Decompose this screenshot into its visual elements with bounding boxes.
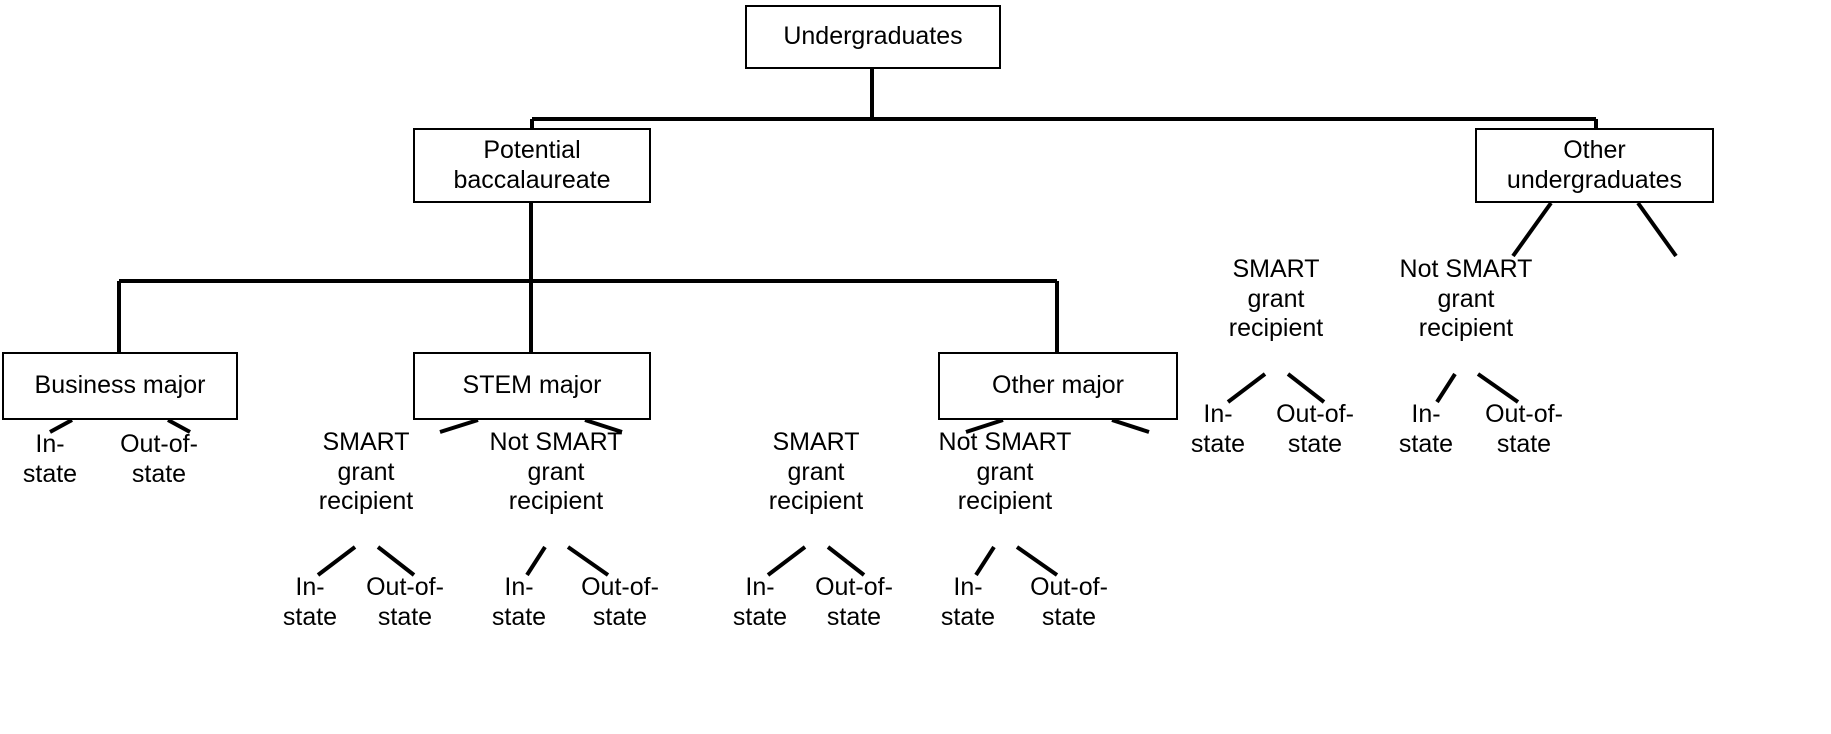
node-stem-not-smart-grant-recipient[interactable]: Not SMART grant recipient bbox=[489, 428, 623, 515]
node-stem-major[interactable]: STEM major bbox=[413, 352, 651, 420]
leaf-other-not-smart-in-state[interactable]: In- state bbox=[940, 573, 996, 631]
edge-ou-smart-out-of-state bbox=[1286, 372, 1326, 404]
edge-other-not-smart-out-of-state bbox=[1015, 545, 1059, 577]
leaf-business-out-of-state[interactable]: Out-of- state bbox=[120, 430, 198, 488]
leaf-stem-smart-out-of-state[interactable]: Out-of- state bbox=[366, 573, 444, 631]
leaf-ou-smart-in-state[interactable]: In- state bbox=[1190, 400, 1246, 458]
edge-stem-smart bbox=[439, 418, 479, 434]
leaf-stem-smart-in-state[interactable]: In- state bbox=[282, 573, 338, 631]
node-ou-smart-grant-recipient[interactable]: SMART grant recipient bbox=[1228, 255, 1324, 342]
node-ou-not-smart-grant-recipient[interactable]: Not SMART grant recipient bbox=[1399, 255, 1533, 342]
node-other-not-smart-grant-recipient[interactable]: Not SMART grant recipient bbox=[938, 428, 1072, 515]
edge-ou-not-smart-out-of-state bbox=[1476, 372, 1520, 404]
edge-ou-not-smart bbox=[1636, 201, 1678, 258]
node-label: Undergraduates bbox=[783, 22, 963, 51]
leaf-other-smart-in-state[interactable]: In- state bbox=[732, 573, 788, 631]
edge-other-not-smart-in-state bbox=[974, 545, 996, 577]
edge-stem-smart-in-state bbox=[316, 545, 357, 577]
edge-stem-not-smart-in-state bbox=[525, 545, 547, 577]
node-business-major[interactable]: Business major bbox=[2, 352, 238, 420]
edge-other-smart bbox=[965, 418, 1004, 434]
leaf-ou-not-smart-out-of-state[interactable]: Out-of- state bbox=[1485, 400, 1563, 458]
leaf-ou-smart-out-of-state[interactable]: Out-of- state bbox=[1276, 400, 1354, 458]
edge-ou-smart bbox=[1511, 201, 1553, 258]
node-stem-smart-grant-recipient[interactable]: SMART grant recipient bbox=[318, 428, 414, 515]
edge-stem-not-smart bbox=[584, 418, 623, 434]
leaf-other-smart-out-of-state[interactable]: Out-of- state bbox=[815, 573, 893, 631]
node-other-major[interactable]: Other major bbox=[938, 352, 1178, 420]
edge-stem-not-smart-out-of-state bbox=[566, 545, 610, 577]
leaf-stem-not-smart-out-of-state[interactable]: Out-of- state bbox=[581, 573, 659, 631]
edge-other-not-smart bbox=[1111, 418, 1150, 434]
edge-other-smart-in-state bbox=[766, 545, 807, 577]
edge-stem-smart-out-of-state bbox=[376, 545, 416, 577]
edge-ou-not-smart-in-state bbox=[1435, 372, 1457, 404]
node-label: STEM major bbox=[462, 371, 602, 400]
leaf-business-in-state[interactable]: In- state bbox=[22, 430, 78, 488]
node-label: Other major bbox=[992, 371, 1124, 400]
leaf-ou-not-smart-in-state[interactable]: In- state bbox=[1398, 400, 1454, 458]
leaf-stem-not-smart-in-state[interactable]: In- state bbox=[491, 573, 547, 631]
node-label: Business major bbox=[34, 371, 206, 400]
leaf-other-not-smart-out-of-state[interactable]: Out-of- state bbox=[1030, 573, 1108, 631]
edge-ou-smart-in-state bbox=[1226, 372, 1267, 404]
edge-other-smart-out-of-state bbox=[826, 545, 866, 577]
edge-business-in-state bbox=[49, 418, 73, 434]
edge-business-out-of-state bbox=[167, 418, 191, 434]
node-other-smart-grant-recipient[interactable]: SMART grant recipient bbox=[768, 428, 864, 515]
node-undergraduates[interactable]: Undergraduates bbox=[745, 5, 1001, 69]
